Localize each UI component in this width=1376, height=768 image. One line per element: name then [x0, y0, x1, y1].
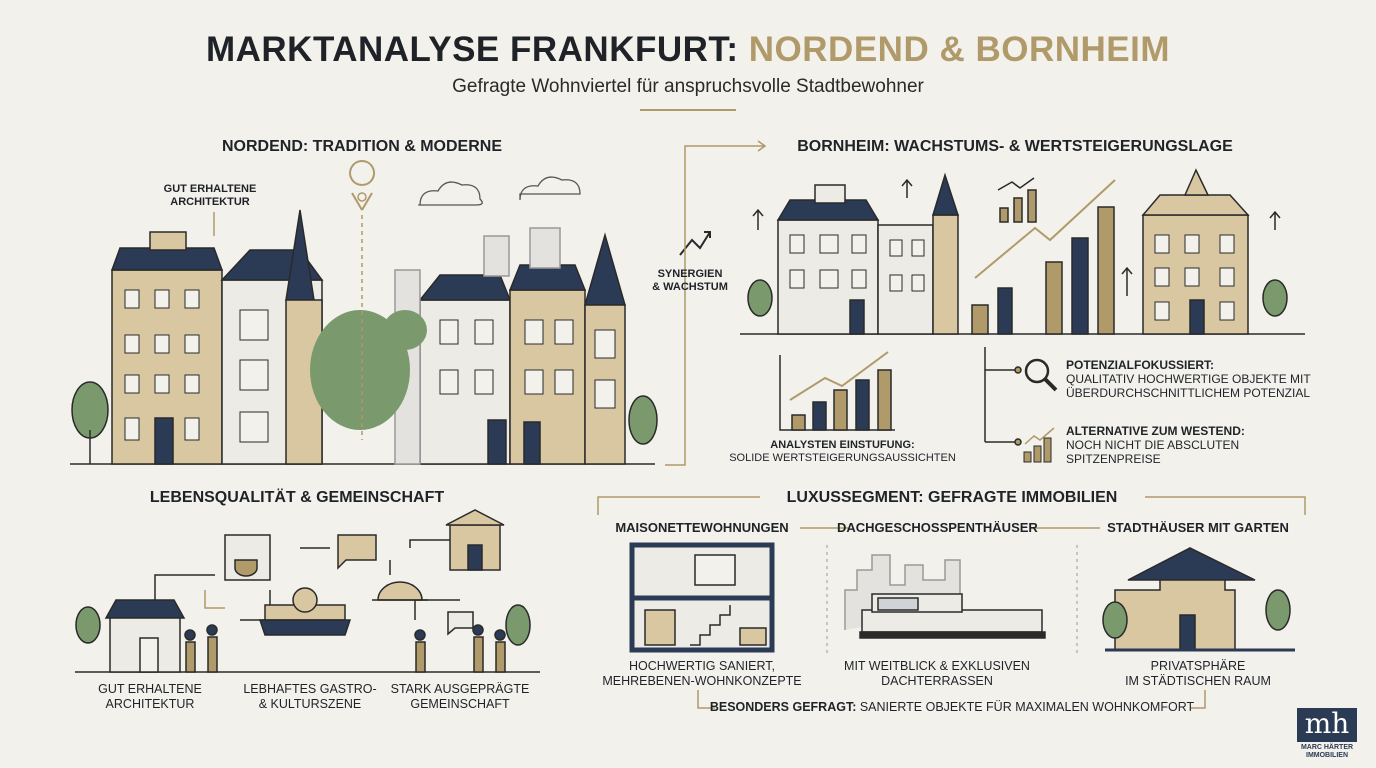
- note-bold: BESONDERS GEFRAGT:: [709, 700, 857, 714]
- caption-line: LEBHAFTES GASTRO-: [243, 682, 377, 696]
- label-line: GUT ERHALTENE: [163, 183, 257, 195]
- caption-line: ARCHITEKTUR: [105, 697, 195, 711]
- caption-line: MEHREBENEN-WOHNKONZEPTE: [602, 674, 802, 688]
- logo-line: MARC HÄRTER: [1300, 744, 1354, 751]
- bullet-text: ÜBERDURCHSCHNITTLICHEM POTENZIAL: [1066, 386, 1311, 400]
- bullet-text: NOCH NICHT DIE ABSCLUTEN: [1066, 438, 1240, 452]
- caption-line: PRIVATSPHÄRE: [1150, 659, 1246, 673]
- caption-line: IM STÄDTISCHEN RAUM: [1125, 674, 1271, 688]
- nordend-heading: NORDEND: TRADITION & MODERNE: [222, 138, 502, 155]
- luxury-title-maisonette: MAISONETTEWOHNUNGEN: [615, 520, 789, 535]
- luxury-title-penthouse: DACHGESCHOSSPENTHÄUSER: [837, 520, 1038, 535]
- caption-line: MIT WEITBLICK & EXKLUSIVEN: [844, 659, 1030, 673]
- label-line: SYNERGIEN: [657, 268, 723, 280]
- page-subtitle: Gefragte Wohnviertel für anspruchsvolle …: [452, 76, 924, 97]
- title-part-1: MARKTANALYSE FRANKFURT:: [205, 30, 749, 69]
- bullet-text: SPITZENPREISE: [1066, 452, 1161, 466]
- caption-line: HOCHWERTIG SANIERT,: [628, 659, 776, 673]
- page-title: MARKTANALYSE FRANKFURT: NORDEND & BORNHE…: [0, 30, 1376, 70]
- caption-text: SOLIDE WERTSTEIGERUNGSAUSSICHTEN: [729, 452, 956, 464]
- luxury-title-townhouse: STADTHÄUSER MIT GARTEN: [1107, 520, 1289, 535]
- note-text: SANIERTE OBJEKTE FÜR MAXIMALEN WOHNKOMFO…: [856, 700, 1195, 714]
- luxury-caption-maisonette: HOCHWERTIG SANIERT,MEHREBENEN-WOHNKONZEP…: [592, 659, 812, 689]
- caption-line: GEMEINSCHAFT: [410, 697, 510, 711]
- label-line: ARCHITEKTUR: [170, 196, 250, 208]
- bullet-title: POTENZIALFOKUSSIERT:: [1066, 358, 1215, 372]
- title-divider: [640, 109, 736, 111]
- luxury-note: BESONDERS GEFRAGT: SANIERTE OBJEKTE FÜR …: [702, 700, 1202, 715]
- growth-chart-icon: [1023, 427, 1055, 463]
- caption-line: GUT ERHALTENE: [98, 682, 202, 696]
- bullet-potenzial: POTENZIALFOKUSSIERT:QUALITATIV HOCHWERTI…: [1066, 358, 1311, 400]
- label-line: & WACHSTUM: [652, 281, 728, 293]
- chart-caption: ANALYSTEN EINSTUFUNG:SOLIDE WERTSTEIGERU…: [700, 439, 985, 465]
- caption-bold: ANALYSTEN EINSTUFUNG:: [770, 439, 915, 451]
- life-heading: LEBENSQUALITÄT & GEMEINSCHAFT: [149, 489, 445, 506]
- magnifier-icon: [1024, 358, 1058, 392]
- logo-mark: mh: [1297, 708, 1357, 742]
- bornheim-heading: BORNHEIM: WACHSTUMS- & WERTSTEIGERUNGSLA…: [797, 138, 1233, 155]
- bullet-westend: ALTERNATIVE ZUM WESTEND:NOCH NICHT DIE A…: [1066, 424, 1245, 466]
- bullet-text: QUALITATIV HOCHWERTIGE OBJEKTE MIT: [1066, 372, 1311, 386]
- luxury-heading: LUXUSSEGMENT: GEFRAGTE IMMOBILIEN: [786, 489, 1118, 506]
- caption-line: & KULTURSZENE: [258, 697, 362, 711]
- synergy-label: SYNERGIEN& WACHSTUM: [630, 268, 750, 294]
- title-part-2: NORDEND & BORNHEIM: [748, 30, 1171, 69]
- life-caption-gastro: LEBHAFTES GASTRO-& KULTURSZENE: [230, 682, 390, 712]
- logo-line: IMMOBILIEN: [1306, 752, 1348, 759]
- bullet-title: ALTERNATIVE ZUM WESTEND:: [1066, 424, 1245, 438]
- caption-line: STARK AUSGEPRÄGTE: [390, 682, 530, 696]
- caption-line: DACHTERRASSEN: [881, 674, 993, 688]
